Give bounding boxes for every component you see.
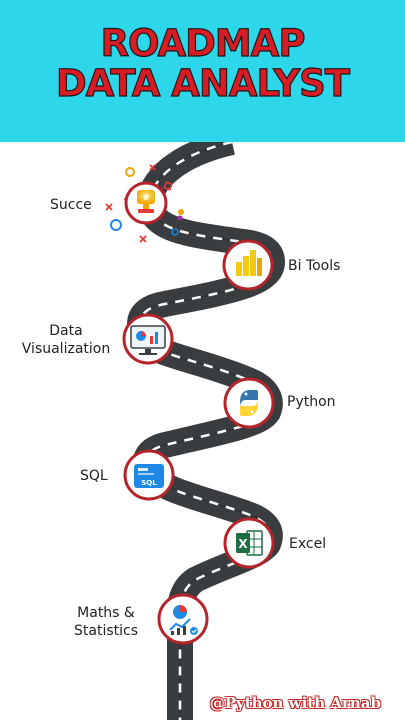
badge-data-visualization	[122, 313, 174, 365]
label-data-line2: Visualization	[21, 341, 111, 357]
label-excel: Excel	[289, 536, 327, 552]
badge-sql: SQL	[123, 449, 175, 501]
badge-success	[124, 181, 168, 225]
roadmap-road: SQL X	[105, 142, 286, 720]
statistics-chart-icon	[169, 605, 198, 635]
label-python: Python	[287, 394, 336, 410]
badge-maths-statistics	[157, 593, 209, 645]
label-sql: SQL	[80, 468, 108, 484]
label-bi-tools: Bi Tools	[288, 258, 341, 274]
excel-icon: X	[236, 530, 263, 556]
label-maths-line2: Statistics	[74, 623, 138, 639]
badge-excel: X	[223, 517, 275, 569]
watermark: @Python with Arnab	[209, 694, 381, 712]
title-data-analyst: DATA ANALYST	[55, 62, 350, 105]
svg-text:X: X	[238, 537, 248, 551]
label-data-line1: Data	[49, 323, 83, 339]
sql-database-icon: SQL	[134, 464, 164, 488]
label-data-visualization: Data Visualization	[10, 322, 122, 358]
svg-text:SQL: SQL	[141, 479, 157, 487]
trophy-icon	[137, 190, 155, 213]
header-banner: ROADMAP DATA ANALYST	[0, 0, 405, 142]
badge-bi-tools	[222, 239, 274, 291]
label-maths-statistics: Maths & Statistics	[64, 604, 148, 640]
confetti-decoration	[105, 164, 184, 243]
dashboard-monitor-icon	[130, 325, 166, 355]
power-bi-icon	[236, 250, 262, 276]
label-maths-line1: Maths &	[77, 605, 135, 621]
road-path	[127, 142, 286, 720]
title-roadmap: ROADMAP	[100, 22, 306, 65]
python-icon	[240, 390, 258, 416]
badge-python	[223, 377, 275, 429]
label-success: Succe	[50, 197, 92, 213]
